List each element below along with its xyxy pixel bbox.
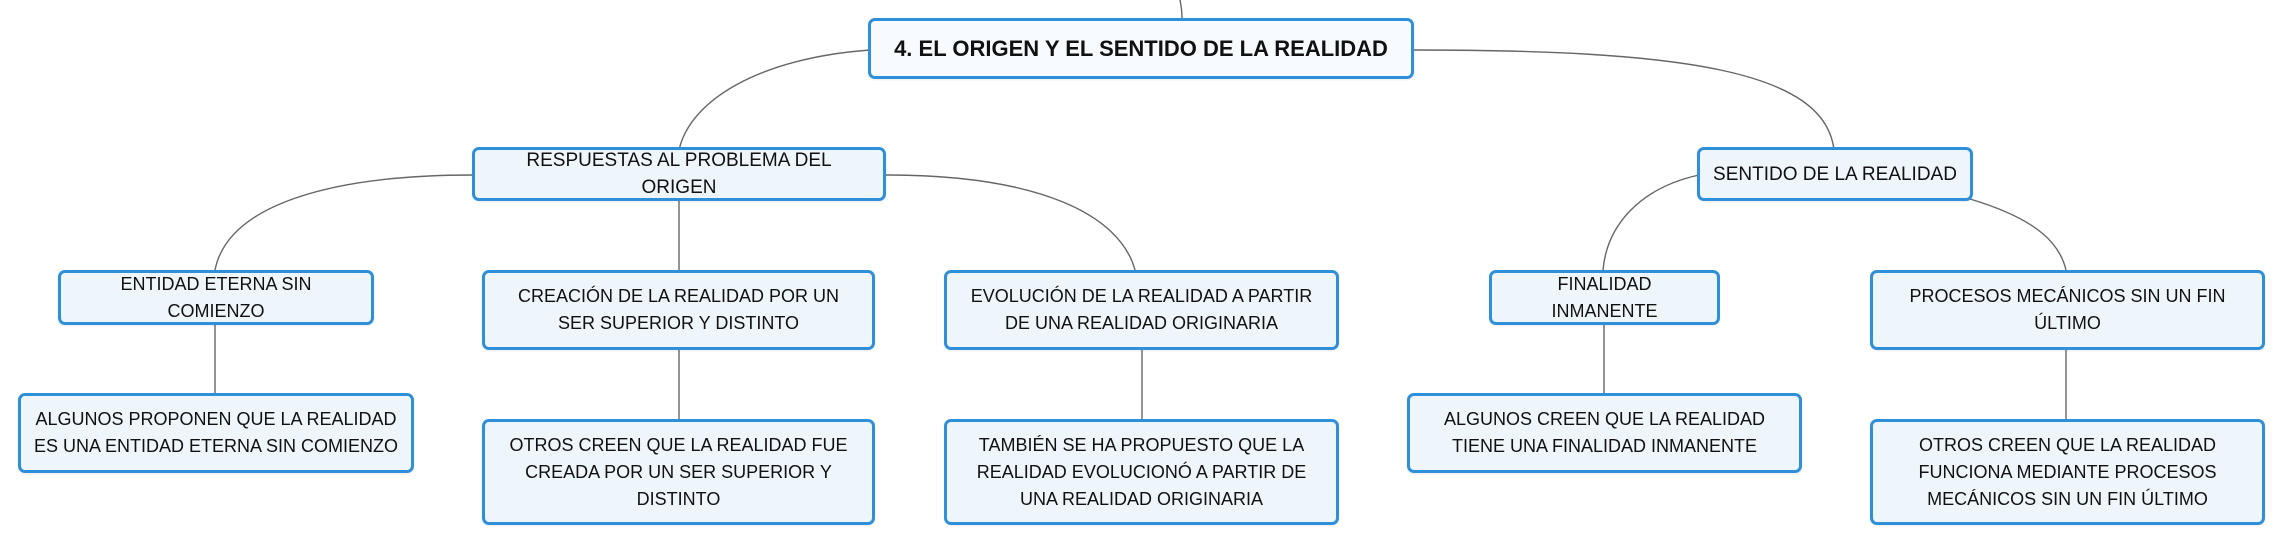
connector-top-stub	[1179, 0, 1183, 19]
detail-evolucion[interactable]: TAMBIÉN SE HA PROPUESTO QUE LA REALIDAD …	[944, 419, 1339, 525]
subtopic-evolucion[interactable]: EVOLUCIÓN DE LA REALIDAD A PARTIR DE UNA…	[944, 270, 1339, 350]
connector-origen-evolucion	[885, 174, 1136, 271]
detail-finalidad[interactable]: ALGUNOS CREEN QUE LA REALIDAD TIENE UNA …	[1407, 393, 1802, 473]
detail-creacion[interactable]: OTROS CREEN QUE LA REALIDAD FUE CREADA P…	[482, 419, 875, 525]
subtopic-entidad-eterna[interactable]: ENTIDAD ETERNA SIN COMIENZO	[58, 270, 374, 325]
detail-entidad-eterna[interactable]: ALGUNOS PROPONEN QUE LA REALIDAD ES UNA …	[18, 393, 414, 473]
connector-sentido-finalidad	[1602, 174, 1700, 271]
topic-sentido-realidad[interactable]: SENTIDO DE LA REALIDAD	[1697, 147, 1973, 201]
root-topic[interactable]: 4. EL ORIGEN Y EL SENTIDO DE LA REALIDAD	[868, 18, 1414, 79]
connector-origen-eterna	[214, 174, 474, 271]
connector-root-origen	[678, 49, 871, 151]
detail-procesos[interactable]: OTROS CREEN QUE LA REALIDAD FUNCIONA MED…	[1870, 419, 2265, 525]
subtopic-finalidad-inmanente[interactable]: FINALIDAD INMANENTE	[1489, 270, 1720, 325]
topic-respuestas-origen[interactable]: RESPUESTAS AL PROBLEMA DEL ORIGEN	[472, 147, 886, 201]
connector-sentido-procesos	[1969, 198, 2067, 271]
subtopic-creacion[interactable]: CREACIÓN DE LA REALIDAD POR UN SER SUPER…	[482, 270, 875, 350]
connector-root-sentido	[1413, 49, 1835, 151]
subtopic-procesos-mecanicos[interactable]: PROCESOS MECÁNICOS SIN UN FIN ÚLTIMO	[1870, 270, 2265, 350]
